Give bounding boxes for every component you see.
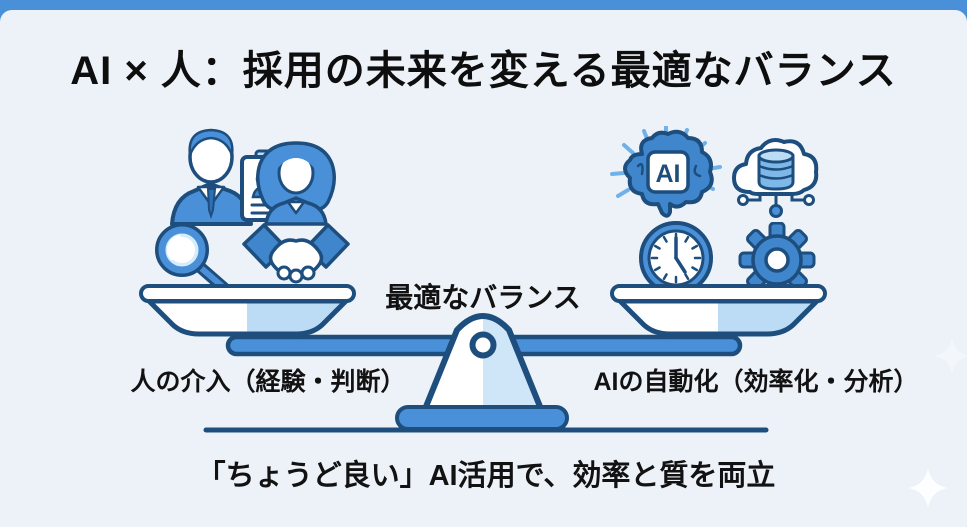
cloud-database-icon <box>724 128 824 230</box>
left-pan <box>139 284 356 337</box>
ai-chip-label: AI <box>656 160 681 188</box>
page-title: AI × 人：採用の未来を変える最適なバランス <box>70 49 897 93</box>
clock-icon <box>630 220 722 298</box>
handshake-icon <box>242 220 350 294</box>
top-accent-bar <box>0 0 967 12</box>
ai-brain-icon: AI <box>608 126 724 220</box>
right-pan <box>610 284 827 337</box>
sparkle-icon <box>908 468 948 508</box>
base-stand <box>395 405 569 431</box>
sparkle-icon <box>934 338 967 374</box>
left-pan-caption: 人の介入（経験・判断） <box>130 368 406 396</box>
footer-caption: 「ちょうど良い」AI活用で、効率と質を両立 <box>196 460 776 492</box>
businesswoman-icon <box>246 136 346 226</box>
balance-center-label: 最適なバランス <box>385 282 581 313</box>
right-pan-caption: AIの自動化（効率化・分析） <box>593 368 919 396</box>
pivot-circle <box>469 331 497 359</box>
